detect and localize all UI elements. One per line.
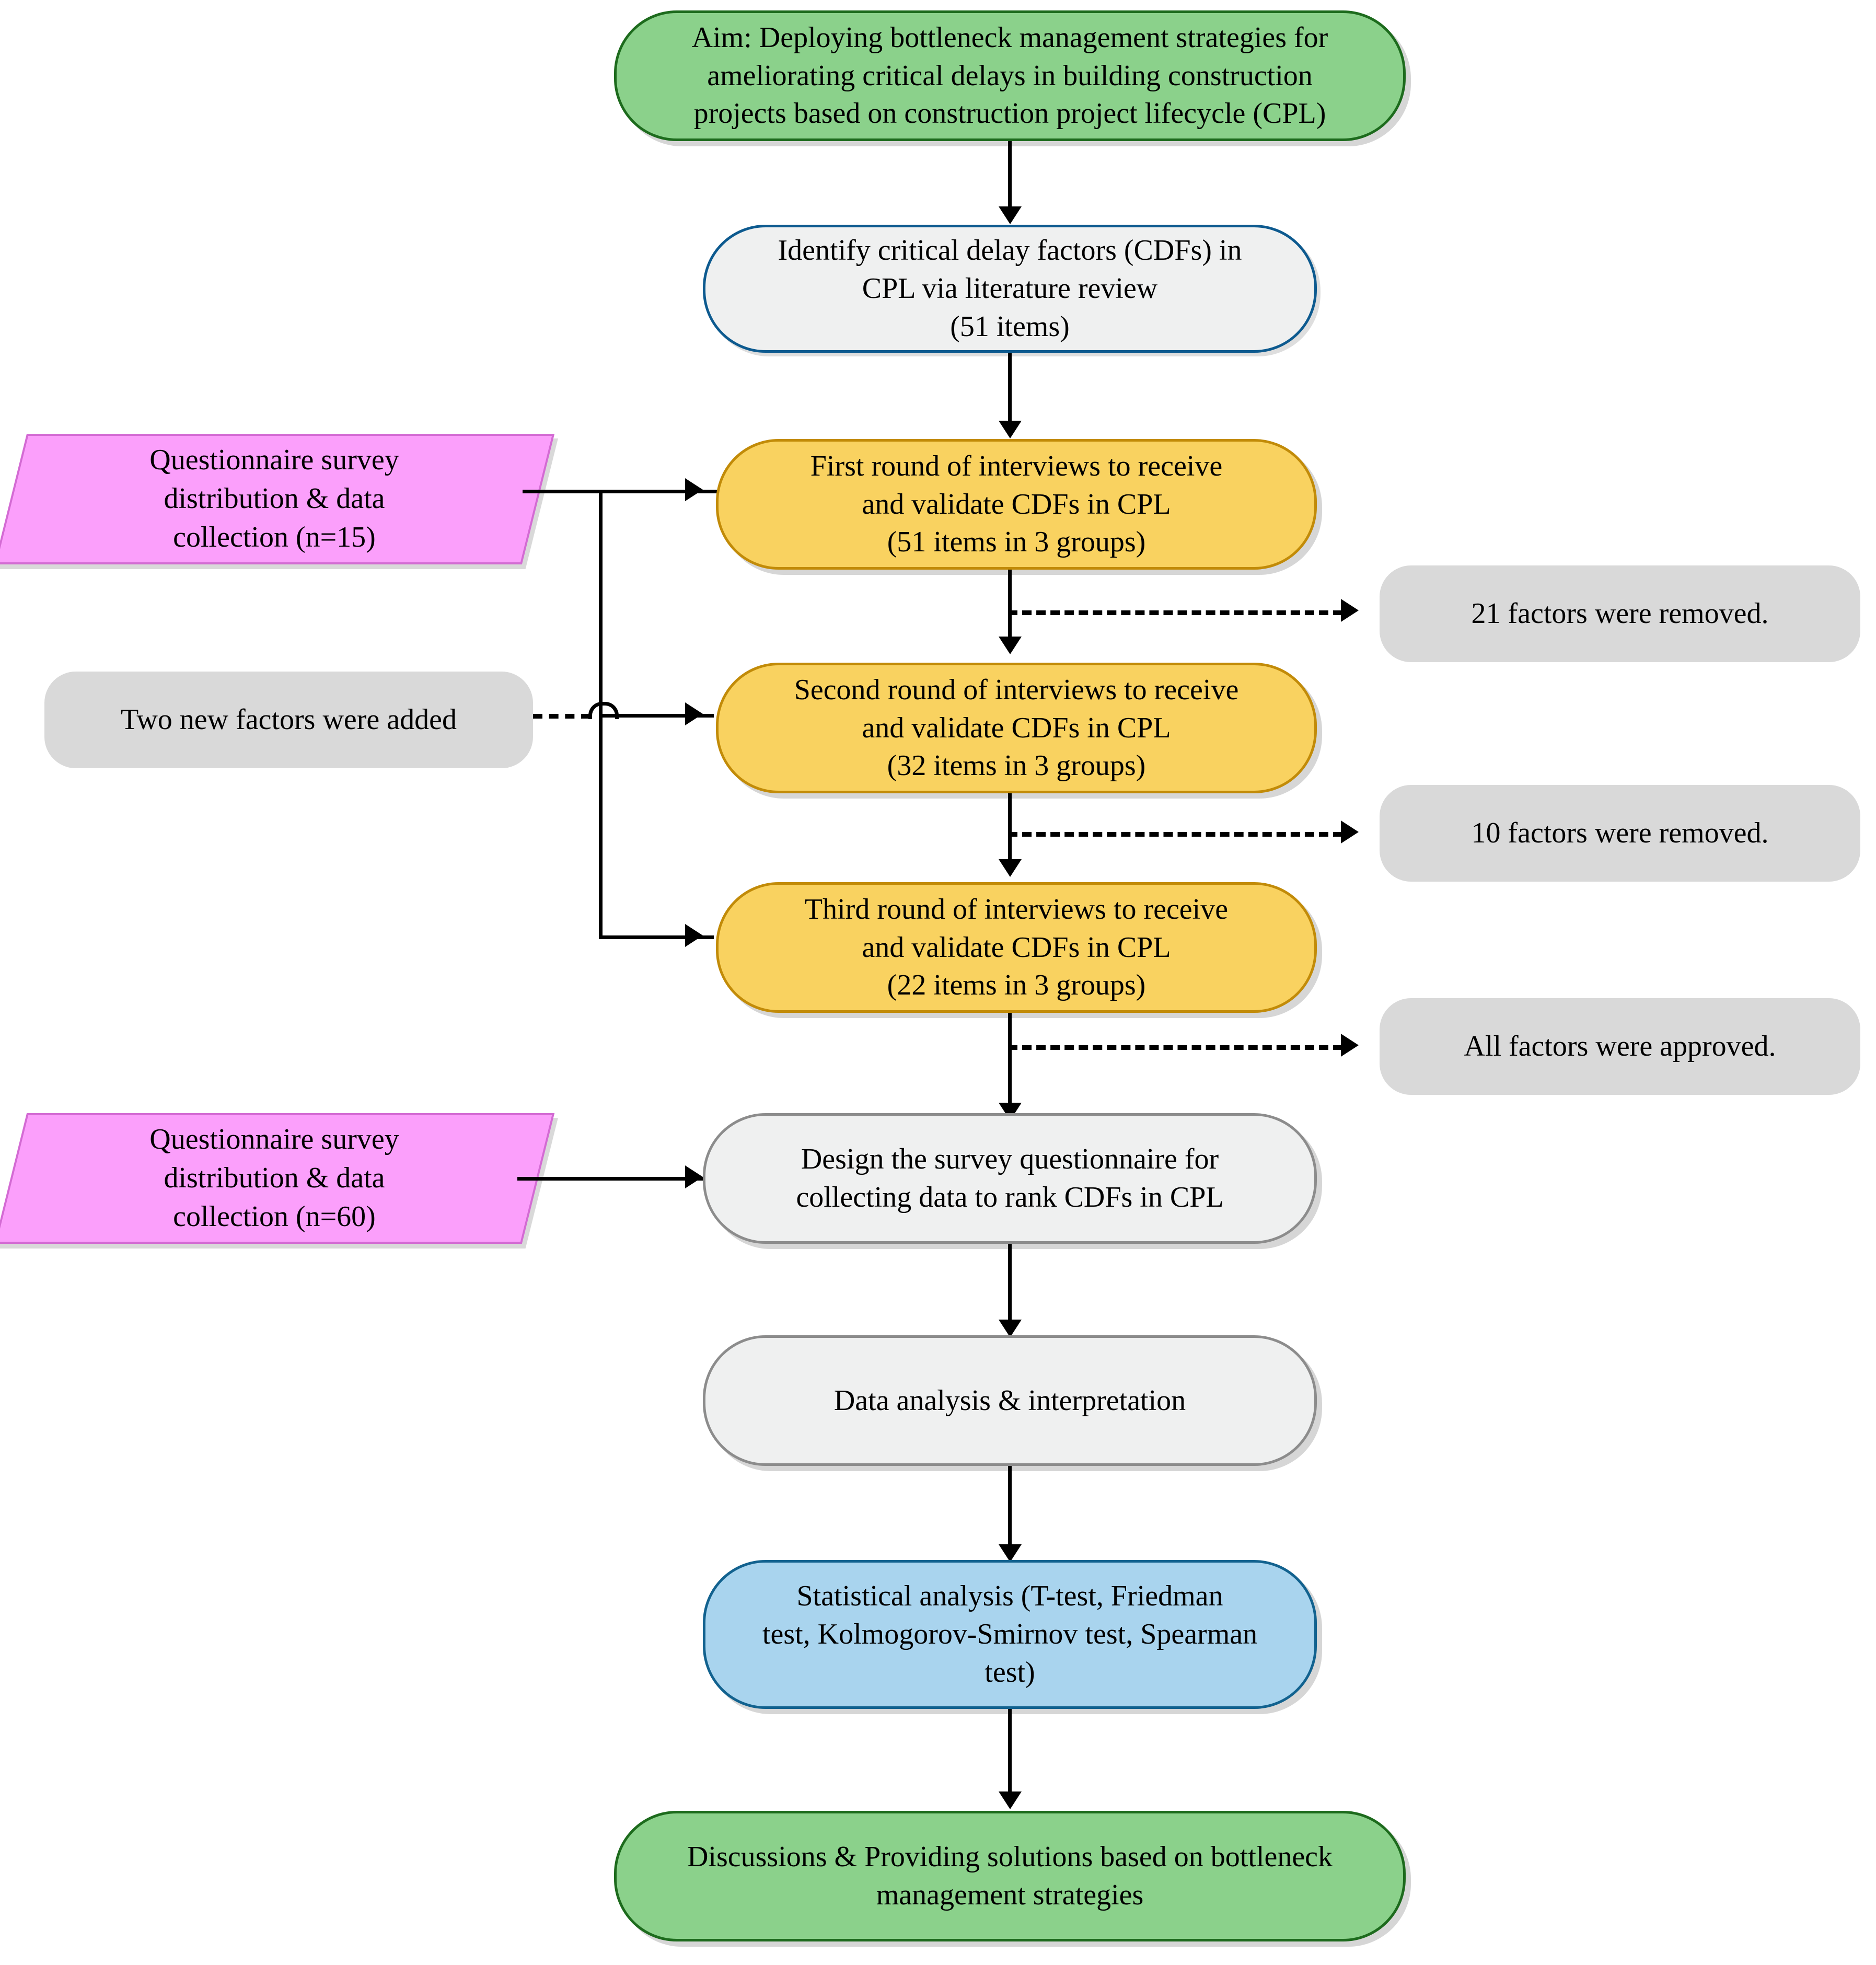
node-removed-21[interactable]: 21 factors were removed. — [1380, 565, 1860, 662]
node-discussions-label: Discussions & Providing solutions based … — [687, 1841, 1333, 1911]
node-data-analysis[interactable]: Data analysis & interpretation — [703, 1335, 1317, 1466]
arrowhead-design-analysis — [999, 1320, 1022, 1337]
node-all-approved-label: All factors were approved. — [1464, 1030, 1776, 1063]
arrowhead-statistical-discussions — [999, 1791, 1022, 1809]
line-hop-icon — [588, 702, 619, 719]
node-design-questionnaire-label: Design the survey questionnaire for coll… — [796, 1143, 1224, 1213]
node-removed-10-label: 10 factors were removed. — [1471, 817, 1769, 850]
arrowhead-trunk-round1 — [685, 478, 703, 501]
arrowhead-round2-round3 — [999, 859, 1022, 877]
node-all-approved[interactable]: All factors were approved. — [1380, 998, 1860, 1095]
connector-design-analysis — [1008, 1244, 1012, 1327]
node-data-analysis-label: Data analysis & interpretation — [833, 1384, 1186, 1417]
node-aim[interactable]: Aim: Deploying bottleneck management str… — [614, 10, 1406, 141]
arrowhead-trunk-round3 — [685, 924, 703, 947]
connector-round1-removed21 — [1008, 610, 1342, 615]
node-statistical-analysis[interactable]: Statistical analysis (T-test, Friedman t… — [703, 1560, 1317, 1709]
arrowhead-aim-identify — [999, 206, 1022, 224]
connector-identify-round1 — [1008, 353, 1012, 426]
connector-round3-design — [1008, 1013, 1012, 1112]
node-round-1[interactable]: First round of interviews to receive and… — [716, 439, 1317, 570]
connector-round2-round3 — [1008, 793, 1012, 866]
connector-round2-removed10 — [1008, 832, 1342, 837]
arrowhead-round1-removed21 — [1341, 599, 1359, 622]
arrowhead-identify-round1 — [999, 421, 1022, 438]
connector-survey60-design — [517, 1177, 716, 1181]
connector-round3-approved — [1008, 1045, 1342, 1050]
connector-trunk-round1 — [599, 490, 714, 493]
connector-aim-identify — [1008, 141, 1012, 212]
node-removed-21-label: 21 factors were removed. — [1471, 597, 1769, 630]
node-round-3-label: Third round of interviews to receive and… — [804, 893, 1229, 1002]
arrowhead-round3-approved — [1341, 1034, 1359, 1057]
connector-twoadded-round2 — [533, 714, 590, 719]
node-removed-10[interactable]: 10 factors were removed. — [1380, 785, 1860, 882]
node-aim-label: Aim: Deploying bottleneck management str… — [691, 21, 1328, 130]
node-two-new-factors[interactable]: Two new factors were added — [44, 672, 533, 768]
arrowhead-trunk-round2 — [685, 702, 703, 725]
node-round-1-label: First round of interviews to receive and… — [810, 449, 1223, 559]
arrowhead-analysis-statistical — [999, 1544, 1022, 1562]
connector-trunk-round3 — [599, 935, 714, 939]
node-survey-n15[interactable]: Questionnaire survey distribution & data… — [0, 434, 555, 564]
arrowhead-survey60-design — [685, 1165, 703, 1188]
node-identify-cdfs-label: Identify critical delay factors (CDFs) i… — [778, 234, 1242, 343]
node-identify-cdfs[interactable]: Identify critical delay factors (CDFs) i… — [703, 225, 1317, 353]
connector-trunk-round2 — [599, 714, 714, 718]
node-survey-n60-label: Questionnaire survey distribution & data… — [149, 1123, 399, 1233]
connector-analysis-statistical — [1008, 1466, 1012, 1552]
connector-round1-round2 — [1008, 570, 1012, 643]
node-round-2[interactable]: Second round of interviews to receive an… — [716, 663, 1317, 793]
arrowhead-round1-round2 — [999, 637, 1022, 654]
node-round-2-label: Second round of interviews to receive an… — [794, 673, 1239, 782]
arrowhead-round2-removed10 — [1341, 820, 1359, 843]
node-round-3[interactable]: Third round of interviews to receive and… — [716, 882, 1317, 1013]
node-survey-n15-label: Questionnaire survey distribution & data… — [149, 444, 399, 553]
node-design-questionnaire[interactable]: Design the survey questionnaire for coll… — [703, 1113, 1317, 1244]
connector-statistical-discussions — [1008, 1709, 1012, 1800]
node-survey-n60[interactable]: Questionnaire survey distribution & data… — [0, 1113, 555, 1244]
node-two-new-factors-label: Two new factors were added — [121, 703, 457, 736]
node-discussions[interactable]: Discussions & Providing solutions based … — [614, 1811, 1406, 1941]
node-statistical-analysis-label: Statistical analysis (T-test, Friedman t… — [762, 1580, 1258, 1689]
